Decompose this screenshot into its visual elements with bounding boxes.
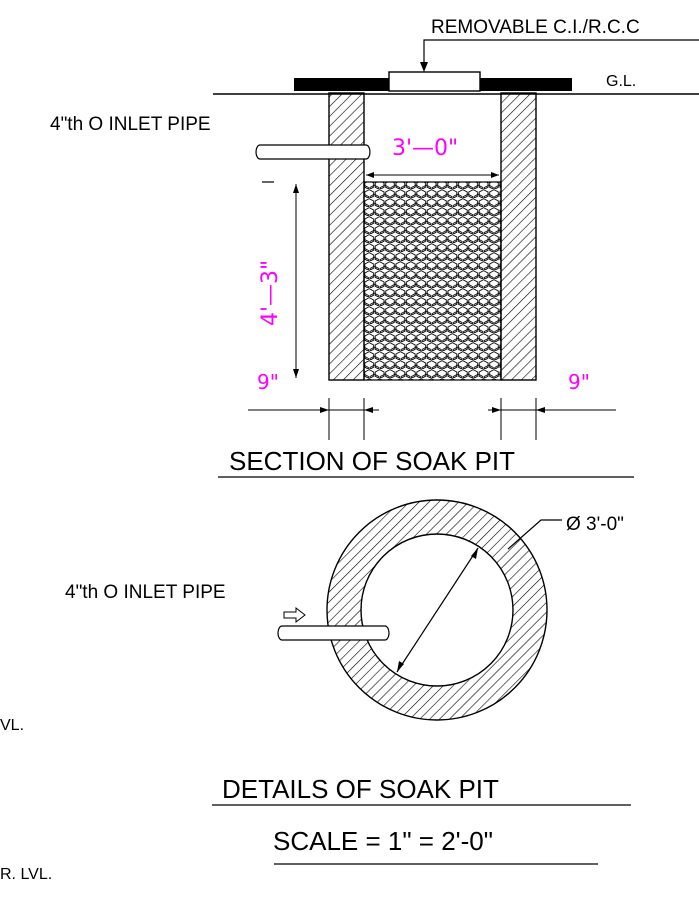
plan-view: Ø 3'-0" 4"th O INLET PIPE DETAILS OF SOA… xyxy=(65,499,631,865)
width-dim-arrow-left xyxy=(366,172,374,178)
cropped-level-label-lower: R. LVL. xyxy=(0,866,52,883)
plan-inlet-label: 4"th O INLET PIPE xyxy=(65,582,226,603)
diameter-arrow-lower xyxy=(397,661,404,672)
left-wall-dimension: 9" xyxy=(257,370,279,394)
section-inlet-label: 4"th O INLET PIPE xyxy=(50,114,211,135)
aggregate-filling xyxy=(363,181,502,381)
depth-dim-arrow-bottom xyxy=(293,369,299,378)
section-title: SECTION OF SOAK PIT xyxy=(229,446,515,476)
depth-dimension: 4'—3" xyxy=(258,260,283,326)
right-wall-dimension: 9" xyxy=(568,370,590,394)
details-title: DETAILS OF SOAK PIT xyxy=(222,774,499,804)
cover-slab-left xyxy=(294,78,389,91)
right-wall-dim-arrow xyxy=(492,407,501,413)
inlet-pipe-plan xyxy=(277,625,390,641)
section-view: G.L. REMOVABLE C.I./R.C.C 3'—0" 4"th O I… xyxy=(50,17,699,478)
cover-slab-right xyxy=(480,78,572,91)
cover-note: REMOVABLE C.I./R.C.C xyxy=(431,17,640,38)
left-wall xyxy=(328,92,365,381)
depth-dim-arrow-top xyxy=(293,184,299,193)
width-dim-arrow-right xyxy=(491,172,499,178)
flow-arrow-icon xyxy=(283,606,306,624)
diameter-arrow-upper xyxy=(471,548,478,559)
left-wall-dim-arrow xyxy=(320,407,329,413)
cover-leader-arrow xyxy=(420,62,428,72)
scale-label: SCALE = 1" = 2'-0" xyxy=(273,826,493,856)
right-wall xyxy=(500,92,537,381)
removable-cover xyxy=(388,71,481,92)
ground-level-label: G.L. xyxy=(606,73,636,90)
inlet-pipe-section xyxy=(255,144,371,160)
cropped-level-label-upper: VL. xyxy=(0,717,24,734)
cover-leader xyxy=(423,39,699,68)
right-wall-dim-arrow-2 xyxy=(536,407,545,413)
left-wall-dim-arrow-2 xyxy=(364,407,373,413)
width-dimension: 3'—0" xyxy=(392,136,458,161)
diameter-leader xyxy=(507,519,562,550)
diameter-line xyxy=(396,547,479,673)
diameter-label: Ø 3'-0" xyxy=(566,514,624,535)
